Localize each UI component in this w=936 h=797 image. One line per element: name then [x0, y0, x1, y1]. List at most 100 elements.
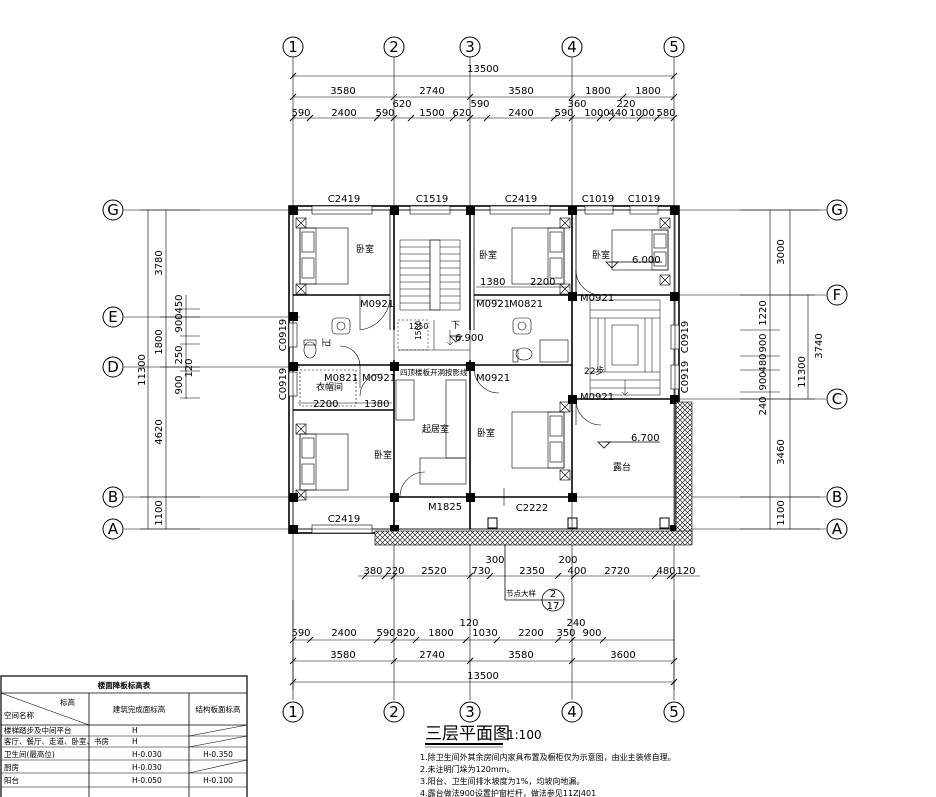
- axis-label-bottom-4: 4: [567, 703, 577, 721]
- dim-label: 3580: [330, 650, 355, 661]
- dim-label: 1000: [584, 108, 609, 119]
- dim-label: 820: [396, 628, 415, 639]
- table-header: 结构板面标高: [196, 704, 241, 714]
- dim-label: 480: [758, 353, 769, 372]
- room-label-bedroom: 卧室: [356, 243, 374, 255]
- window-label: C0919: [278, 319, 289, 351]
- axis-bubbles-bottom: [282, 701, 685, 723]
- dim-label: 590: [470, 99, 489, 110]
- door-label: M0921: [362, 373, 396, 384]
- axis-label-right-b: B: [832, 488, 842, 506]
- room-label-terrace: 露台: [613, 461, 631, 473]
- table-cell: H-0.350: [203, 750, 233, 759]
- bottom-dims-row1: 590 2400 590 820 1800 1030 2200 350 900 …: [291, 618, 601, 639]
- dim-label: 590: [376, 628, 395, 639]
- interior-dims: 1380 2200 2200 1380 1250 1560: [298, 277, 570, 410]
- dim-label: 620: [392, 99, 411, 110]
- dim-label: 2200: [530, 277, 555, 288]
- table-cell: H-0.100: [203, 776, 233, 785]
- axis-label-right-c: C: [832, 390, 842, 408]
- table-cell: 卫生间(最高位): [4, 749, 55, 759]
- dim-label: 1800: [585, 86, 610, 97]
- axis-label-right-a: A: [832, 520, 843, 538]
- window-labels: C2419 C1519 C2419 C1019 C1019 C2419 C222…: [278, 194, 691, 525]
- left-dimension-lines: [140, 209, 200, 530]
- bottom-dimension-lines: [289, 572, 700, 690]
- dim-label: 3460: [776, 439, 787, 464]
- dim-label: 1100: [154, 500, 165, 525]
- dim-label: 1030: [472, 628, 497, 639]
- dim-label: 380: [363, 566, 382, 577]
- dim-label: 590: [375, 108, 394, 119]
- top-dims-small: 620 590 360 220: [392, 99, 635, 110]
- right-total-dim: 11300: [797, 356, 808, 388]
- dim-label: 3580: [508, 650, 533, 661]
- notes: 1.除卫生间外其余房间内家具布置及橱柜仅为示意图，由业主装修自理。 2.未注明门…: [420, 752, 676, 797]
- table-header: 建筑完成面标高: [113, 704, 166, 714]
- table-cell: H: [132, 737, 138, 746]
- center-staircase: [397, 239, 470, 351]
- dim-label: 1250: [409, 322, 428, 331]
- dim-label: 300: [485, 555, 504, 566]
- elevation-label: 6.000: [632, 255, 661, 266]
- door-label: M0921: [360, 299, 394, 310]
- dim-label: 3000: [776, 239, 787, 264]
- room-label-wc: 卫: [320, 338, 330, 347]
- detail-label: 节点大样: [506, 588, 536, 598]
- axis-label-right-g: G: [831, 201, 843, 219]
- table-cell: H-0.030: [132, 763, 162, 772]
- dim-label: 1000: [629, 108, 654, 119]
- dim-label: 2740: [419, 650, 444, 661]
- detail-number: 2: [550, 589, 556, 600]
- dim-label: 450: [174, 294, 185, 313]
- table-cell: 客厅、餐厅、走道、卧室、书房: [4, 736, 109, 746]
- dim-label: 1220: [758, 300, 769, 325]
- dim-label: 400: [567, 566, 586, 577]
- hatch-note: 四顶楼板开洞按影线: [400, 367, 468, 377]
- dim-label: 2200: [518, 628, 543, 639]
- dim-label: 1560: [414, 321, 423, 340]
- bottom-total-dim: 13500: [467, 671, 499, 682]
- top-dims-row3: 590 2400 590 1500 620 2400 590 1000 440 …: [291, 108, 675, 119]
- door-swings: [339, 269, 602, 506]
- axis-label-left-g: G: [107, 201, 119, 219]
- dim-label: 1100: [776, 500, 787, 525]
- top-dims-row1: 3580 2740 3580 1800 1800: [330, 86, 660, 97]
- dim-label: 220: [385, 566, 404, 577]
- axis-label-top-3: 3: [465, 38, 475, 56]
- table-corner-top: 标高: [60, 697, 75, 707]
- window-label: C2222: [516, 503, 548, 514]
- door-label: M0921: [580, 392, 614, 403]
- dim-label: 3580: [330, 86, 355, 97]
- room-label-bedroom: 卧室: [592, 249, 610, 261]
- dim-label: 1380: [364, 399, 389, 410]
- axis-label-left-d: D: [107, 358, 119, 376]
- axis-bubbles-top: [282, 36, 685, 58]
- dim-label: 900: [758, 333, 769, 352]
- room-label-bedroom: 卧室: [479, 249, 497, 261]
- note-line: 1.除卫生间外其余房间内家具布置及橱柜仅为示意图，由业主装修自理。: [420, 752, 676, 762]
- window-symbols: [288, 205, 680, 534]
- door-label: M0921: [476, 373, 510, 384]
- window-label: C0919: [680, 321, 691, 353]
- dim-label: 120: [676, 566, 695, 577]
- dim-label: 590: [554, 108, 573, 119]
- note-line: 4.露台做法900设置护窗栏杆，做法参见11ZJ401: [420, 788, 596, 797]
- axis-label-left-e: E: [108, 308, 117, 326]
- note-line: 2.未注明门垛为120mm。: [420, 764, 515, 774]
- detail-callout: [504, 545, 565, 612]
- dim-label: 350: [556, 628, 575, 639]
- dim-label: 120: [184, 358, 195, 377]
- table-cell: H: [132, 726, 138, 735]
- furniture: [295, 217, 671, 501]
- axis-label-bottom-3: 3: [465, 703, 475, 721]
- axis-label-top-2: 2: [389, 38, 399, 56]
- top-dimension-lines: [289, 72, 678, 122]
- axis-label-bottom-5: 5: [669, 703, 679, 721]
- table-title: 楼面降板标高表: [98, 680, 151, 690]
- axis-label-bottom-2: 2: [389, 703, 399, 721]
- right-staircase: [589, 299, 661, 396]
- axis-label-bottom-1: 1: [288, 703, 298, 721]
- dim-label: 2740: [419, 86, 444, 97]
